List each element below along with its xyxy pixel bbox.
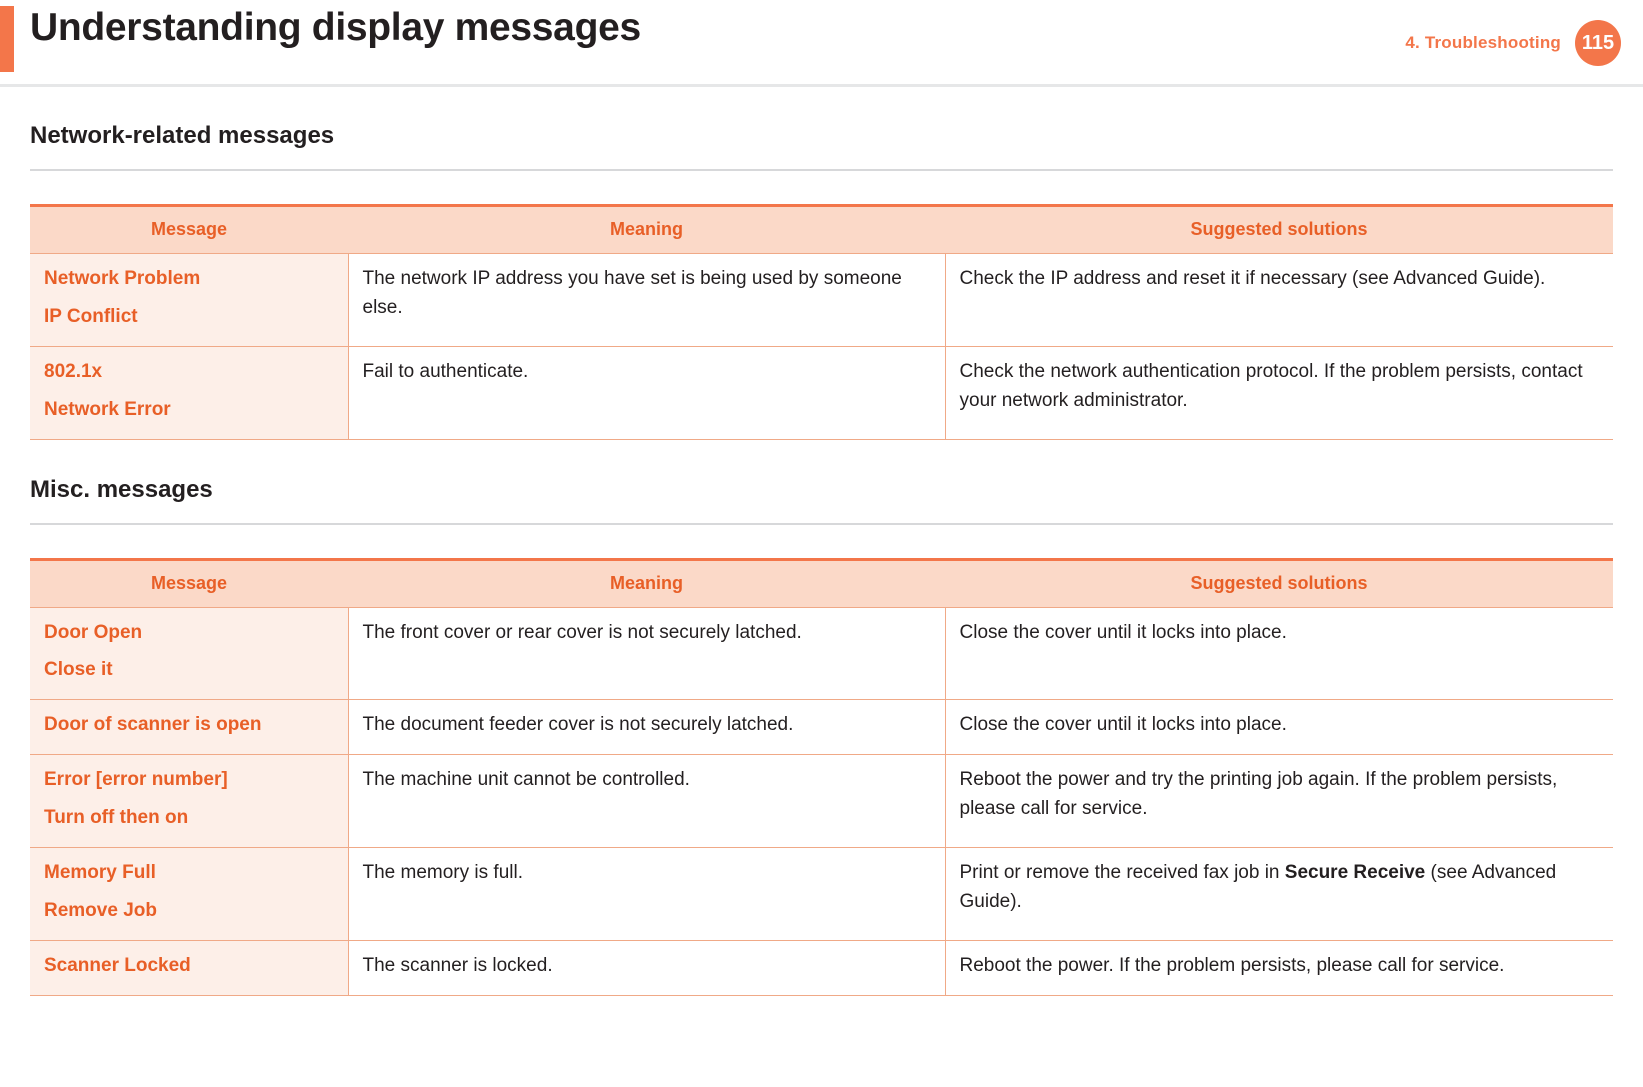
cell-meaning: The front cover or rear cover is not sec… [348, 607, 946, 701]
chapter-label: 4. Troubleshooting [1405, 33, 1561, 52]
column-header-message: Message [30, 557, 348, 608]
cell-solution: Reboot the power. If the problem persist… [945, 940, 1613, 996]
solution-text: Reboot the power and try the printing jo… [959, 769, 1558, 819]
message-line: 802.1x [44, 360, 103, 382]
table-row: Door of scanner is open The document fee… [30, 699, 1613, 756]
table-header-row: Message Meaning Suggested solutions [30, 557, 1613, 608]
column-header-meaning: Meaning [348, 204, 945, 254]
header-accent-bar [0, 6, 14, 72]
cell-meaning: The memory is full. [348, 847, 946, 941]
cell-message: Network Problem IP Conflict [30, 253, 349, 347]
column-header-meaning: Meaning [348, 557, 945, 608]
header-divider [0, 84, 1643, 87]
message-line: Memory Full [44, 861, 156, 883]
solution-text-post: (see Advanced Guide). [959, 861, 1557, 912]
table-row: Error [error number] Turn off then on Th… [30, 754, 1613, 848]
message-line: Remove Job [44, 899, 157, 921]
cell-solution: Check the IP address and reset it if nec… [945, 253, 1613, 347]
message-line: Network Error [44, 398, 171, 420]
page-header: Understanding display messages 4. Troubl… [0, 0, 1643, 87]
cell-meaning: The scanner is locked. [348, 940, 946, 996]
section-heading: Misc. messages [30, 475, 213, 503]
cell-message: Error [error number] Turn off then on [30, 754, 349, 848]
page-number-badge: 115 [1575, 20, 1621, 66]
table-header-row: Message Meaning Suggested solutions [30, 204, 1613, 254]
section-divider [30, 169, 1613, 171]
cell-solution: Close the cover until it locks into plac… [945, 607, 1613, 701]
cell-message: Scanner Locked [30, 940, 349, 996]
cell-meaning: The machine unit cannot be controlled. [348, 754, 946, 848]
cell-message: 802.1x Network Error [30, 346, 349, 440]
solution-text: Reboot the power. If the problem persist… [959, 954, 1505, 976]
cell-meaning: The network IP address you have set is b… [348, 253, 946, 347]
section-network-related-messages: Network-related messages Message Meaning… [30, 122, 1613, 440]
column-header-suggested-solutions: Suggested solutions [945, 557, 1613, 608]
solution-text: Close the cover until it locks into plac… [959, 714, 1287, 736]
misc-messages-table: Message Meaning Suggested solutions Door… [30, 557, 1613, 996]
message-line: Door Open [44, 621, 143, 643]
table-row: Scanner Locked The scanner is locked. Re… [30, 940, 1613, 996]
message-line: Error [error number] [44, 769, 228, 791]
message-line: Network Problem [44, 268, 201, 289]
section-misc-messages: Misc. messages Message Meaning Suggested… [30, 476, 1613, 996]
column-header-message: Message [30, 204, 348, 254]
table-row: Door Open Close it The front cover or re… [30, 607, 1613, 701]
section-divider [30, 522, 1613, 525]
cell-meaning: Fail to authenticate. [348, 346, 946, 440]
table-row: 802.1x Network Error Fail to authenticat… [30, 346, 1613, 440]
page-content: Network-related messages Message Meaning… [0, 122, 1643, 996]
cell-solution: Reboot the power and try the printing jo… [945, 754, 1613, 848]
cell-message: Door of scanner is open [30, 699, 349, 756]
solution-text: Check the IP address and reset it if nec… [959, 268, 1546, 289]
message-line: Close it [44, 659, 113, 681]
header-right-group: 4. Troubleshooting 115 [1405, 20, 1621, 66]
section-heading: Network-related messages [30, 122, 335, 149]
cell-meaning: The document feeder cover is not securel… [348, 699, 946, 756]
solution-text-pre: Print or remove the received fax job in [959, 861, 1285, 883]
table-row: Network Problem IP Conflict The network … [30, 253, 1613, 347]
cell-solution: Close the cover until it locks into plac… [945, 699, 1613, 756]
message-line: IP Conflict [44, 305, 138, 327]
column-header-suggested-solutions: Suggested solutions [945, 204, 1613, 254]
network-messages-table: Message Meaning Suggested solutions Netw… [30, 204, 1613, 440]
message-line: Door of scanner is open [44, 714, 262, 736]
solution-text-emphasis: Secure Receive [1284, 861, 1426, 883]
cell-solution: Check the network authentication protoco… [945, 346, 1613, 440]
solution-text: Check the network authentication protoco… [959, 360, 1583, 411]
page-title: Understanding display messages [30, 6, 641, 49]
cell-message: Memory Full Remove Job [30, 847, 349, 941]
message-line: Turn off then on [44, 807, 189, 828]
cell-solution: Print or remove the received fax job in … [945, 847, 1613, 941]
cell-message: Door Open Close it [30, 607, 349, 701]
solution-text: Close the cover until it locks into plac… [959, 621, 1287, 643]
table-row: Memory Full Remove Job The memory is ful… [30, 847, 1613, 941]
message-line: Scanner Locked [44, 954, 191, 976]
